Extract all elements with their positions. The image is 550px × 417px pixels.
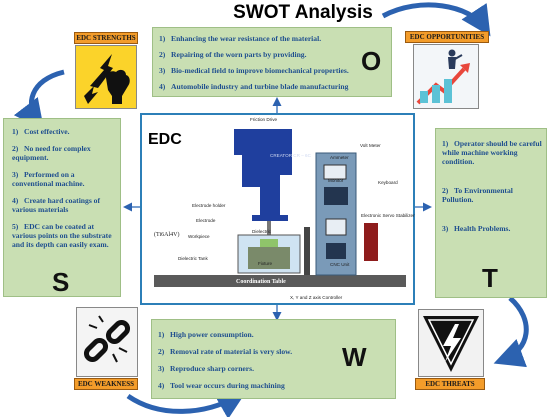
opportunities-list: 1)Enhancing the wear resistance of the m… bbox=[159, 34, 385, 91]
edc-machine-panel: EDC Friction Drive Volt Meter Ammeter CR… bbox=[140, 113, 415, 305]
strengths-letter: S bbox=[52, 267, 70, 297]
strengths-item: 5)EDC can be coated at various points on… bbox=[12, 222, 112, 249]
fist-lightning-icon bbox=[84, 54, 130, 104]
opportunities-item: 4)Automobile industry and turbine blade … bbox=[159, 82, 349, 91]
strengths-item: 1)Cost effective. bbox=[12, 127, 70, 136]
weakness-box: 1)High power consumption. 2)Removal rate… bbox=[151, 319, 396, 399]
friction-drive-label: Friction Drive bbox=[250, 117, 278, 122]
arrow-top-right bbox=[381, 2, 491, 37]
dielectric-label: Dielectric bbox=[252, 229, 271, 234]
threats-letter: T bbox=[482, 263, 498, 293]
strengths-icon-box bbox=[75, 45, 137, 109]
opportunities-item: 2)Repairing of the worn parts by providi… bbox=[159, 50, 307, 59]
weakness-tag: EDC WEAKNESS bbox=[74, 378, 138, 390]
ammeter-label: Ammeter bbox=[330, 155, 349, 160]
weakness-item: 1)High power consumption. bbox=[158, 330, 254, 339]
high-voltage-icon bbox=[423, 316, 479, 372]
edc-machine-drawing bbox=[154, 129, 406, 287]
electrode-label: Electrode bbox=[196, 218, 216, 223]
strengths-item: 2)No need for complex equipment. bbox=[12, 144, 91, 162]
electrode-holder-label: Electrode holder bbox=[192, 203, 226, 208]
weakness-item: 3)Reproduce sharp corners. bbox=[158, 364, 255, 373]
creator-label: CREATOR CR – 6C bbox=[270, 153, 311, 158]
weakness-icon-box bbox=[76, 307, 138, 377]
opportunities-icon-box bbox=[413, 44, 479, 109]
strengths-box: 1)Cost effective. 2)No need for complex … bbox=[3, 118, 121, 297]
weakness-item: 2)Removal rate of material is very slow. bbox=[158, 347, 293, 356]
weakness-list: 1)High power consumption. 2)Removal rate… bbox=[158, 330, 389, 390]
page-title: SWOT Analysis bbox=[233, 2, 373, 23]
broken-chain-icon bbox=[83, 315, 131, 363]
fixture-label: Fixture bbox=[258, 261, 273, 266]
monitor-label: Monitor bbox=[328, 178, 344, 183]
opportunities-tag: EDC OPPORTUNITIES bbox=[405, 31, 489, 43]
arrow-left bbox=[13, 69, 65, 130]
servo-stabilizer-label: Electronic Servo Stabilizer bbox=[361, 213, 415, 218]
arrow-bottom bbox=[126, 391, 247, 417]
weakness-letter: W bbox=[342, 342, 367, 372]
strengths-item: 4)Create hard coatings of various materi… bbox=[12, 196, 100, 214]
keyboard-label: Keyboard bbox=[378, 180, 398, 185]
cnc-unit-label: CNC Unit bbox=[330, 262, 350, 267]
opportunities-item: 1)Enhancing the wear resistance of the m… bbox=[159, 34, 322, 43]
edc-label: EDC bbox=[148, 131, 182, 148]
threats-list: 1)Operator should be careful while machi… bbox=[442, 139, 542, 233]
volt-meter-label: Volt Meter bbox=[360, 143, 381, 148]
strengths-item: 3)Performed on a conventional machine. bbox=[12, 170, 85, 188]
strengths-list: 1)Cost effective. 2)No need for complex … bbox=[12, 127, 115, 249]
dielectric-tank-label: Dielectric Tank bbox=[178, 256, 208, 261]
workpiece-label: Workpiece bbox=[188, 234, 210, 239]
opportunities-letter: O bbox=[361, 46, 382, 76]
threats-tag: EDC THREATS bbox=[415, 378, 485, 390]
threats-item: 2)To Environmental Pollution. bbox=[442, 186, 513, 204]
axis-controller-label: X, Y and Z axis Controller bbox=[290, 295, 343, 300]
threats-item: 1)Operator should be careful while machi… bbox=[442, 139, 542, 166]
opportunities-box: 1)Enhancing the wear resistance of the m… bbox=[152, 27, 392, 97]
arrow-right bbox=[493, 296, 529, 368]
threats-icon-box bbox=[418, 309, 484, 377]
threats-item: 3)Health Problems. bbox=[442, 224, 511, 233]
coordination-table-label: Coordination Table bbox=[236, 279, 286, 285]
businessman-target-icon bbox=[416, 49, 470, 105]
opportunities-item: 3)Bio-medical field to improve biomechan… bbox=[159, 66, 349, 75]
strengths-tag: EDC STRENGTHS bbox=[74, 32, 138, 44]
weakness-item: 4)Tool wear occurs during machining bbox=[158, 381, 285, 390]
workpiece-material-label: (Ti6Al4V) bbox=[154, 232, 180, 238]
threats-box: 1)Operator should be careful while machi… bbox=[435, 128, 547, 298]
